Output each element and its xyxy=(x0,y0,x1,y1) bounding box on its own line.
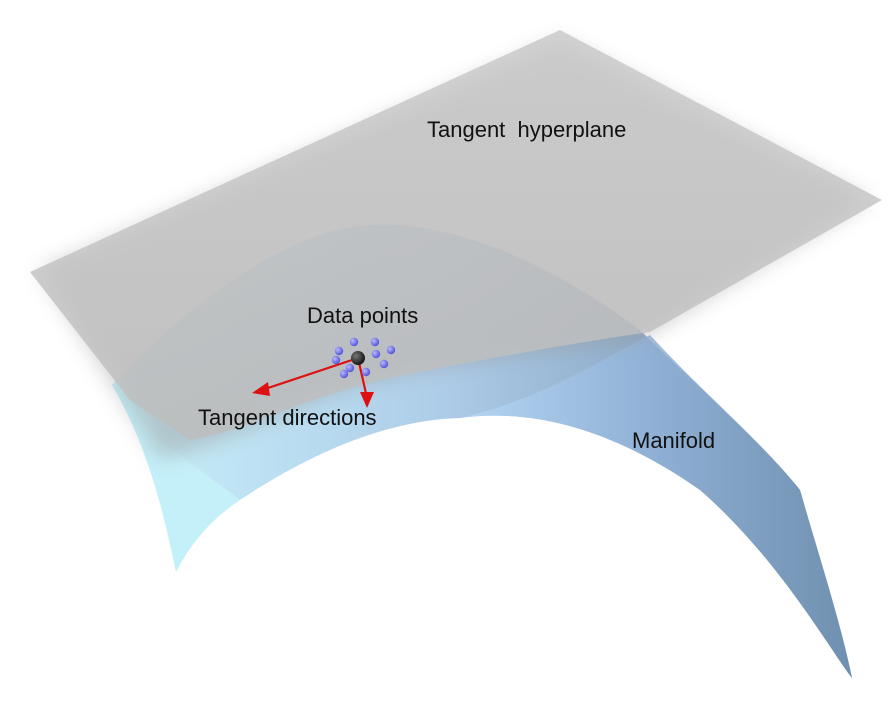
data-point xyxy=(345,363,355,373)
data-center-point xyxy=(351,351,365,365)
tangent-direction-arrowhead-1 xyxy=(252,382,270,396)
tangent-direction-arrow-1 xyxy=(261,356,359,392)
data-points-label: Data points xyxy=(307,303,418,328)
data-point xyxy=(370,337,380,347)
data-point xyxy=(349,337,359,347)
data-point xyxy=(379,359,389,369)
hyperplane-surface xyxy=(30,30,882,440)
tangent-hyperplane xyxy=(30,30,882,460)
tangent-direction-arrowhead-2 xyxy=(360,392,374,408)
data-point xyxy=(361,367,371,377)
data-points-cluster xyxy=(331,337,396,379)
tangent-hyperplane-label: Tangent hyperplane xyxy=(427,117,626,142)
manifold-underside xyxy=(460,335,852,678)
data-point xyxy=(331,355,341,365)
tangent-directions-label: Tangent directions xyxy=(198,405,377,430)
data-point xyxy=(371,349,381,359)
manifold-label: Manifold xyxy=(632,428,715,453)
data-point xyxy=(386,345,396,355)
data-point xyxy=(339,369,349,379)
data-point xyxy=(334,346,344,356)
